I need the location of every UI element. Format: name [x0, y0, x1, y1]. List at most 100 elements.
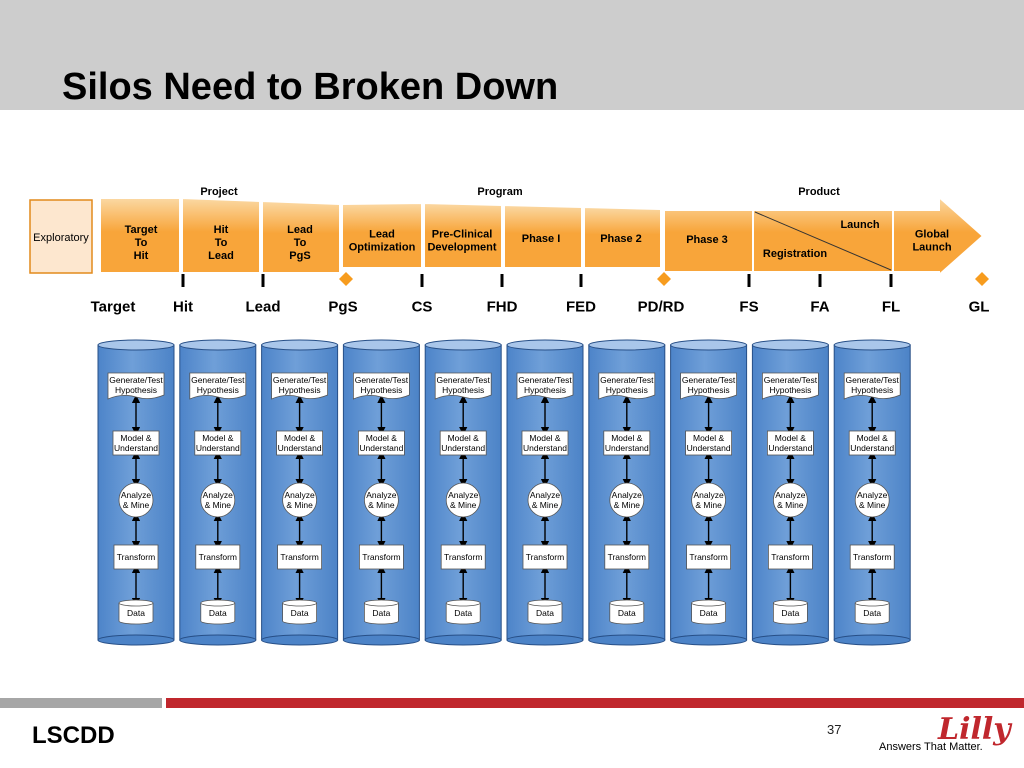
cylinder-bottom	[506, 634, 584, 646]
cylinder-top	[670, 339, 748, 351]
model-box	[767, 430, 814, 456]
footer-red-bar	[166, 698, 1024, 708]
cylinder-bottom	[833, 634, 911, 646]
data-store-top	[691, 599, 726, 607]
transform-label: Transform	[853, 552, 891, 562]
milestone-tick	[818, 274, 822, 287]
transform-label: Transform	[117, 552, 155, 562]
model-box	[603, 430, 651, 456]
data-store-top	[527, 599, 563, 607]
data-store-top	[609, 599, 645, 607]
exploratory-box	[29, 199, 93, 274]
registration-diagonal	[754, 211, 892, 271]
analyze-circle	[200, 482, 236, 518]
data-label: Data	[127, 608, 145, 618]
analyze-label: Analyze& Mine	[530, 490, 561, 510]
hypothesis-box	[516, 372, 574, 400]
data-label: Data	[781, 608, 799, 618]
data-label: Data	[700, 608, 718, 618]
model-label: Model &Understand	[768, 433, 812, 453]
cylinder-top	[751, 339, 829, 351]
milestone-diamond	[339, 272, 353, 286]
model-box	[112, 430, 160, 456]
analyze-label: Analyze& Mine	[284, 490, 315, 510]
model-label: Model &Understand	[605, 433, 649, 453]
transform-box	[277, 544, 323, 570]
milestone-label-target: Target	[91, 298, 136, 315]
cylinder-top	[588, 339, 666, 351]
milestone-tick	[500, 274, 504, 287]
launch-label: Launch	[840, 219, 879, 231]
analyze-circle	[118, 482, 154, 518]
milestone-tick	[889, 274, 893, 287]
analyze-label: Analyze& Mine	[775, 490, 806, 510]
milestone-label-gl: GL	[969, 298, 990, 315]
transform-box	[522, 544, 568, 570]
transform-label: Transform	[362, 552, 400, 562]
hypothesis-box	[598, 372, 656, 400]
data-store-top	[118, 599, 154, 607]
data-store-top	[363, 599, 399, 607]
transform-box	[849, 544, 895, 570]
pipeline-segment-7	[583, 205, 662, 269]
cylinder-top	[833, 339, 911, 351]
cylinder-top	[424, 339, 502, 351]
hypothesis-box	[353, 372, 410, 400]
data-store-top	[200, 599, 236, 607]
segment-label-8: Phase 3	[686, 234, 728, 246]
milestone-tick	[747, 274, 751, 287]
data-store	[773, 603, 808, 625]
cylinder-bottom	[670, 634, 748, 646]
data-store	[364, 603, 399, 625]
pipeline-segment-1	[99, 197, 181, 274]
page-number: 37	[827, 722, 842, 737]
data-store	[200, 603, 236, 625]
milestone-tick	[261, 274, 265, 287]
model-label: Model &Understand	[278, 433, 322, 453]
cylinder-bottom	[424, 634, 502, 646]
cylinder-top	[506, 339, 584, 351]
milestone-label-fs: FS	[739, 298, 758, 315]
cylinder-top	[179, 339, 257, 351]
data-store-top	[445, 599, 481, 607]
cylinder-top	[97, 339, 175, 351]
model-label: Model &Understand	[441, 433, 485, 453]
pipeline-segment-6	[503, 203, 583, 269]
model-label: Model &Understand	[196, 433, 240, 453]
logo-tagline: Answers That Matter.	[879, 741, 983, 753]
transform-label: Transform	[771, 552, 809, 562]
analyze-circle	[691, 482, 726, 518]
milestone-diamond	[975, 272, 989, 286]
transform-label: Transform	[199, 552, 237, 562]
data-label: Data	[291, 608, 309, 618]
analyze-label: Analyze& Mine	[857, 490, 888, 510]
milestone-label-pgs: PgS	[328, 298, 357, 315]
cylinder-bottom	[261, 634, 339, 646]
cylinder-bottom	[97, 634, 175, 646]
group-label-project: Project	[200, 186, 238, 198]
transform-label: Transform	[689, 552, 727, 562]
data-label: Data	[863, 608, 881, 618]
data-store-top	[282, 599, 318, 607]
model-box	[357, 430, 405, 456]
model-label: Model &Understand	[687, 433, 731, 453]
milestone-label-pd-rd: PD/RD	[638, 298, 685, 315]
data-store-top	[854, 599, 890, 607]
cylinder-bottom	[588, 634, 666, 646]
group-label-product: Product	[798, 186, 840, 198]
model-box	[848, 430, 896, 456]
product-arrow	[663, 194, 985, 278]
